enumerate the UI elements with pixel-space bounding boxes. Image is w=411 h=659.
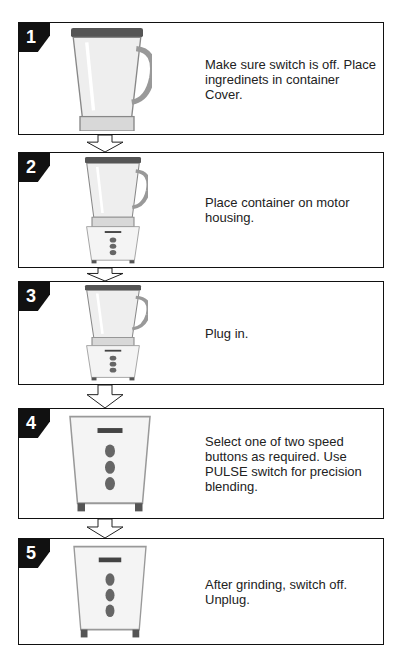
blender-jar	[85, 157, 149, 227]
motor-base	[74, 547, 146, 638]
step-instruction: Plug in.	[205, 326, 379, 341]
step-box: 4Select one of two speed buttons as requ…	[18, 408, 384, 519]
step-instruction: Make sure switch is off. Place ingredine…	[205, 56, 379, 101]
step-box: 3Plug in.	[18, 281, 384, 385]
step-instruction: Select one of two speed buttons as requi…	[205, 434, 379, 494]
flow-arrow	[87, 519, 123, 538]
step-number: 4	[18, 408, 50, 438]
flow-arrow	[87, 268, 123, 281]
flow-arrow	[87, 135, 123, 152]
step-box: 1Make sure switch is off. Place ingredin…	[18, 22, 384, 135]
motor-base	[87, 227, 140, 264]
motor-base	[87, 346, 140, 381]
step-instruction: Place container on motor housing.	[205, 195, 379, 225]
motor-base	[70, 417, 150, 512]
step-box: 5After grinding, switch off. Unplug.	[18, 538, 384, 645]
step-number: 2	[18, 152, 50, 182]
flow-arrow	[87, 385, 123, 408]
step-number: 5	[18, 538, 50, 568]
step-number: 3	[18, 281, 50, 311]
step-box: 2Place container on motor housing.	[18, 152, 384, 268]
blender-jar	[71, 28, 153, 131]
step-instruction: After grinding, switch off. Unplug.	[205, 577, 379, 607]
blender-jar	[85, 285, 149, 346]
step-number: 1	[18, 22, 50, 52]
